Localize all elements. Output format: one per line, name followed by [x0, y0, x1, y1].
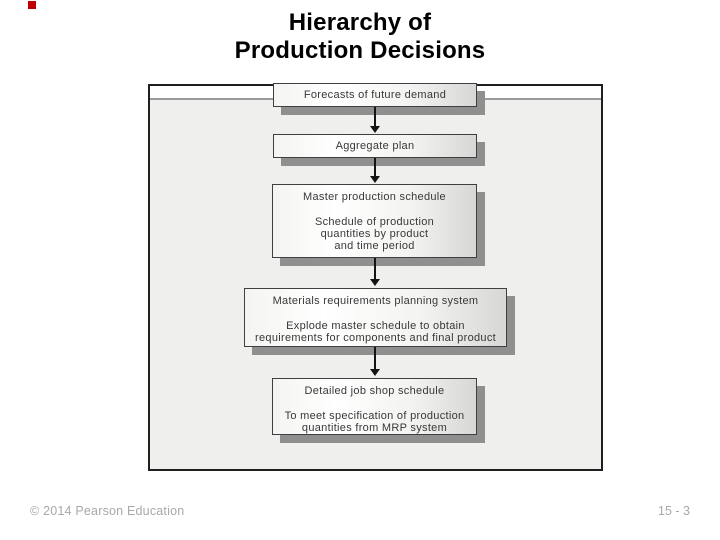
box-subtitle-line: To meet specification of production [284, 410, 465, 422]
flow-box-forecasts: Forecasts of future demand [273, 83, 477, 107]
footer-copyright: © 2014 Pearson Education [30, 504, 185, 518]
box-title: Detailed job shop schedule [304, 385, 445, 397]
box-title: Aggregate plan [335, 140, 415, 152]
flow-box-aggregate-plan: Aggregate plan [273, 134, 477, 158]
arrow-head-icon [370, 369, 380, 376]
page-title: Hierarchy of Production Decisions [0, 9, 720, 65]
box-subtitle: Explode master schedule to obtain requir… [245, 320, 506, 344]
footer-page-number: 15 - 3 [658, 504, 690, 518]
arrow-line [374, 158, 376, 177]
accent-square [28, 1, 36, 9]
arrow-head-icon [370, 279, 380, 286]
box-subtitle-line: quantities by product [320, 228, 429, 240]
arrow-head-icon [370, 176, 380, 183]
arrow-line [374, 107, 376, 127]
flow-arrow-1 [370, 107, 380, 133]
box-subtitle-line: and time period [334, 240, 415, 252]
flow-arrow-4 [370, 347, 380, 376]
box-title: Master production schedule [303, 191, 446, 203]
box-title: Materials requirements planning system [272, 295, 479, 307]
flow-box-master-schedule: Master production schedule Schedule of p… [272, 184, 477, 258]
flow-box-job-shop-schedule: Detailed job shop schedule To meet speci… [272, 378, 477, 435]
flow-box-mrp-system: Materials requirements planning system E… [244, 288, 507, 347]
box-subtitle: Schedule of production quantities by pro… [273, 216, 476, 252]
arrow-line [374, 347, 376, 370]
box-subtitle-line: quantities from MRP system [301, 422, 448, 434]
flow-arrow-3 [370, 258, 380, 286]
box-subtitle: To meet specification of production quan… [273, 410, 476, 434]
box-subtitle-line: Explode master schedule to obtain [286, 320, 465, 332]
flow-arrow-2 [370, 158, 380, 183]
box-title: Forecasts of future demand [303, 89, 447, 101]
arrow-head-icon [370, 126, 380, 133]
page-title-line-2: Production Decisions [234, 37, 486, 64]
box-subtitle-line: Schedule of production [314, 216, 435, 228]
arrow-line [374, 258, 376, 280]
page-title-line-1: Hierarchy of [288, 9, 432, 36]
box-subtitle-line: requirements for components and final pr… [255, 332, 496, 344]
